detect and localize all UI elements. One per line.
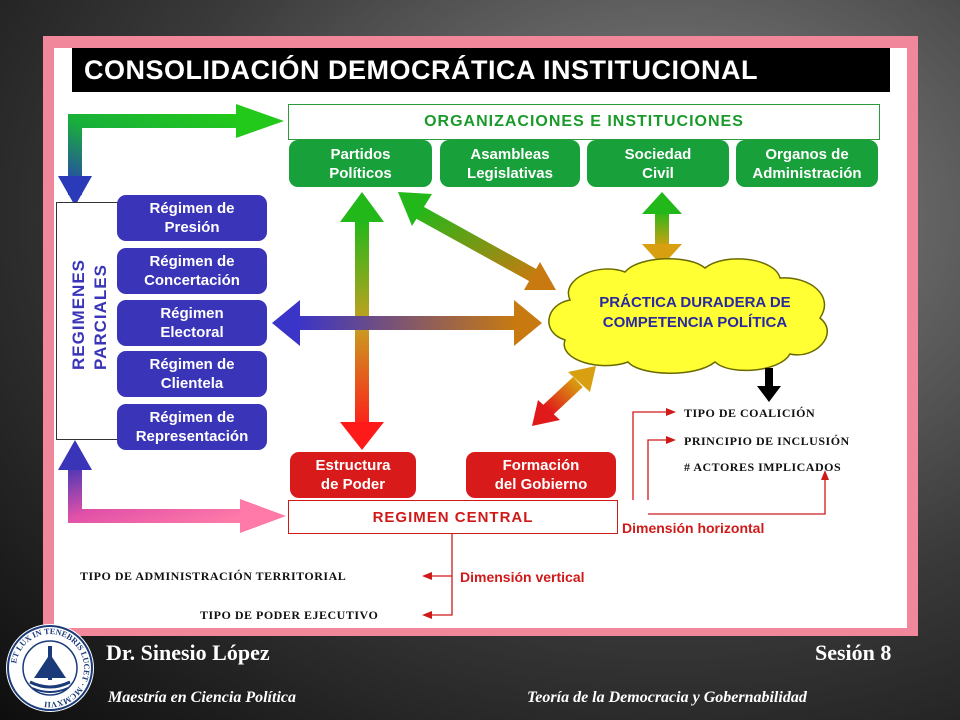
- regimenes-bracket: [56, 202, 118, 440]
- tipo-administracion-territorial-text: TIPO DE ADMINISTRACIÓN TERRITORIAL: [80, 569, 347, 583]
- vertical-dimension-connectors: [432, 534, 453, 616]
- arrow-regimenes-to-central: [58, 440, 286, 533]
- box-sociedad-civil: Sociedad Civil: [587, 140, 729, 187]
- arrow-regimenes-practica: [272, 300, 542, 346]
- box-regimen-concertacion: Régimen de Concertación: [117, 248, 267, 294]
- practica-cloud: [548, 258, 828, 374]
- box-regimen-presion: Régimen de Presión: [117, 195, 267, 241]
- organizaciones-header: ORGANIZACIONES E INSTITUCIONES: [288, 104, 880, 140]
- arrow-sociedad-practica: [642, 192, 682, 266]
- box-partidos-politicos: Partidos Políticos: [289, 140, 432, 187]
- actores-implicados-text: # ACTORES IMPLICADOS: [684, 460, 842, 474]
- box-regimen-clientela: Régimen de Clientela: [117, 351, 267, 397]
- box-formacion-gobierno: Formación del Gobierno: [466, 452, 616, 498]
- box-asambleas-legislativas: Asambleas Legislativas: [440, 140, 580, 187]
- footer-session: Sesión 8: [815, 640, 892, 665]
- tipo-coalicion-text: TIPO DE COALICIÓN: [684, 406, 816, 420]
- box-estructura-poder: Estructura de Poder: [290, 452, 416, 498]
- university-seal-icon: ET LUX IN TENEBRIS LUCET · MCMXVII: [6, 624, 94, 712]
- horizontal-dimension-connectors: [632, 411, 826, 515]
- arrow-practica-formacion: [532, 366, 596, 426]
- arrow-asambleas-practica: [398, 192, 556, 290]
- footer-author: Dr. Sinesio López: [106, 640, 270, 665]
- dimension-vertical-label: Dimensión vertical: [460, 569, 585, 585]
- footer-course: Teoría de la Democracia y Gobernabilidad: [527, 689, 807, 706]
- regimen-central-header: REGIMEN CENTRAL: [288, 500, 618, 534]
- tipo-poder-ejecutivo-text: TIPO DE PODER EJECUTIVO: [200, 608, 379, 622]
- principio-inclusion-text: PRINCIPIO DE INCLUSIÓN: [684, 434, 850, 448]
- regimenes-parciales-label: REGIMENES PARCIALES: [69, 258, 110, 370]
- box-organos-administracion: Organos de Administración: [736, 140, 878, 187]
- arrow-cloud-down: [757, 368, 781, 402]
- practica-duradera-text: PRÁCTICA DURADERA DE COMPETENCIA POLÍTIC…: [599, 294, 791, 331]
- arrow-regimenes-to-organizaciones: [58, 104, 284, 206]
- box-regimen-representacion: Régimen de Representación: [117, 404, 267, 450]
- dimension-horizontal-label: Dimensión horizontal: [622, 520, 765, 536]
- box-regimen-electoral: Régimen Electoral: [117, 300, 267, 346]
- page-title: CONSOLIDACIÓN DEMOCRÁTICA INSTITUCIONAL: [72, 48, 890, 92]
- footer-program: Maestría en Ciencia Política: [108, 689, 296, 706]
